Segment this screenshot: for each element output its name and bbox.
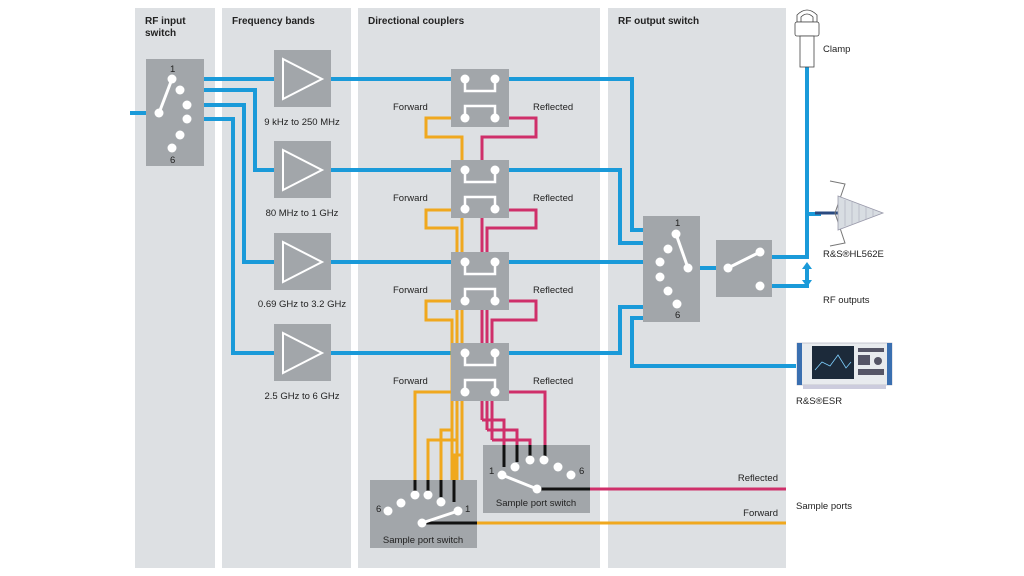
reflected-switch-port-1-label: 1 — [489, 466, 494, 477]
coupler-port — [460, 204, 470, 214]
coupler-port — [490, 348, 500, 358]
antenna-label: R&S®HL562E — [823, 249, 884, 260]
coupler-port — [490, 387, 500, 397]
coupler-2-forward-label: Forward — [393, 193, 428, 204]
rf-outputs-label: RF outputs — [823, 295, 870, 306]
coupler-port — [460, 257, 470, 267]
reflected-sample-port-switch[interactable]: 1 6 Sample port switch — [483, 445, 590, 513]
coupler-1-reflected-label: Reflected — [533, 102, 573, 113]
rf-input-switch[interactable]: 1 6 — [146, 59, 204, 166]
receiver-icon — [796, 342, 893, 389]
header-rf-output-switch: RF output switch — [618, 16, 699, 27]
header-rf-input-switch-line1: RF input — [145, 16, 186, 27]
coupler-port — [490, 165, 500, 175]
coupler-port — [460, 387, 470, 397]
coupler-1-forward-label: Forward — [393, 102, 428, 113]
amplifier-triangle-icon — [282, 331, 325, 375]
coupler-port — [490, 74, 500, 84]
coupler-port — [490, 257, 500, 267]
amplifier-3-label: 0.69 GHz to 3.2 GHz — [258, 299, 346, 310]
coupler-port — [490, 204, 500, 214]
output-selector-switch[interactable] — [716, 240, 772, 297]
header-frequency-bands: Frequency bands — [232, 16, 315, 27]
input-switch-port-6-label: 6 — [170, 155, 175, 166]
sample-line-reflected-label: Reflected — [738, 473, 778, 484]
coupler-port — [460, 113, 470, 123]
directional-coupler-4[interactable] — [451, 343, 509, 401]
amplifier-4[interactable] — [274, 324, 331, 381]
amplifier-triangle-icon — [282, 148, 325, 192]
amplifier-triangle-icon — [282, 57, 325, 101]
clamp-label: Clamp — [823, 44, 850, 55]
reflected-sample-port-switch-label: Sample port switch — [496, 498, 576, 509]
amplifier-2-label: 80 MHz to 1 GHz — [266, 208, 339, 219]
output-switch-port-6-label: 6 — [675, 310, 680, 321]
amplifier-1-label: 9 kHz to 250 MHz — [264, 117, 340, 128]
coupler-2-reflected-label: Reflected — [533, 193, 573, 204]
header-directional-couplers: Directional couplers — [368, 16, 465, 27]
header-rf-input-switch-line2: switch — [145, 28, 176, 39]
amplifier-1[interactable] — [274, 50, 331, 107]
sample-ports-label: Sample ports — [796, 501, 852, 512]
coupler-port — [460, 74, 470, 84]
coupler-port — [490, 296, 500, 306]
forward-switch-port-1-label: 1 — [465, 504, 470, 515]
forward-sample-port-switch-label: Sample port switch — [383, 535, 463, 546]
coupler-port — [460, 296, 470, 306]
coupler-4-reflected-label: Reflected — [533, 376, 573, 387]
forward-switch-port-6-label: 6 — [376, 504, 381, 515]
directional-coupler-1[interactable] — [451, 69, 509, 127]
receiver-label: R&S®ESR — [796, 396, 842, 407]
rf-outputs-arrow-icon — [802, 262, 812, 287]
sample-line-forward-label: Forward — [743, 508, 778, 519]
amplifier-4-label: 2.5 GHz to 6 GHz — [265, 391, 340, 402]
clamp-icon — [794, 9, 820, 68]
coupler-4-forward-label: Forward — [393, 376, 428, 387]
directional-coupler-3[interactable] — [451, 252, 509, 310]
coupler-port — [460, 165, 470, 175]
coupler-3-reflected-label: Reflected — [533, 285, 573, 296]
amplifier-2[interactable] — [274, 141, 331, 198]
rf-lines — [130, 66, 821, 368]
rf-output-switch[interactable]: 1 6 — [643, 216, 700, 322]
coupler-port — [490, 113, 500, 123]
amplifier-triangle-icon — [282, 240, 325, 284]
antenna-icon — [815, 180, 885, 247]
directional-coupler-2[interactable] — [451, 160, 509, 218]
output-switch-port-1-label: 1 — [675, 218, 680, 229]
forward-sample-port-switch[interactable]: 6 1 Sample port switch — [370, 480, 477, 548]
amplifier-3[interactable] — [274, 233, 331, 290]
input-switch-port-1-label: 1 — [170, 64, 175, 75]
coupler-3-forward-label: Forward — [393, 285, 428, 296]
coupler-port — [460, 348, 470, 358]
reflected-switch-port-6-label: 6 — [579, 466, 584, 477]
